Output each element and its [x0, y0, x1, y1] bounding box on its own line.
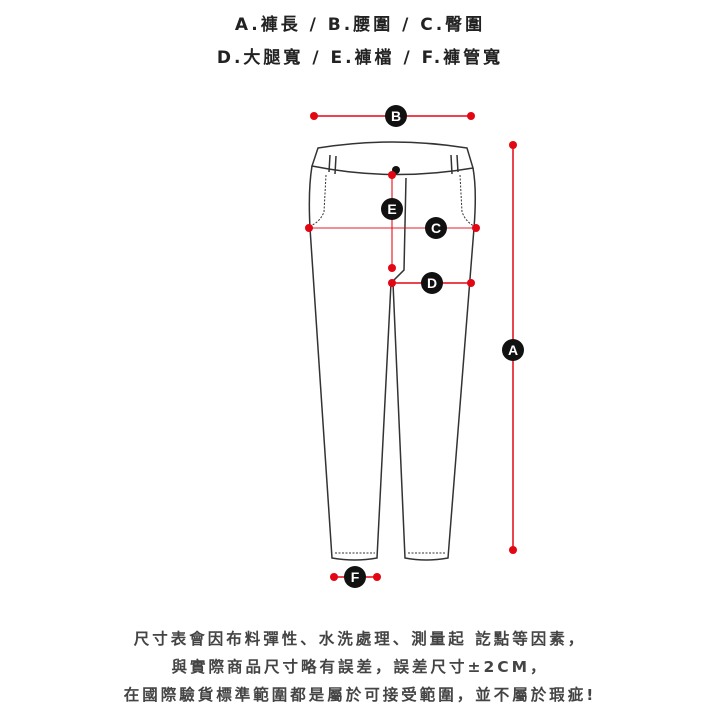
- pants-outline: [308, 141, 477, 561]
- left-leg: [308, 165, 407, 561]
- svg-text:E: E: [387, 201, 396, 217]
- svg-text:D: D: [427, 275, 437, 291]
- svg-text:A: A: [508, 342, 518, 358]
- measure-endpoints: [305, 112, 517, 581]
- note-line-3: 在國際驗貨標準範圍都是屬於可接受範圍，並不屬於瑕疵!: [123, 686, 597, 704]
- marker-b: B: [385, 105, 407, 127]
- marker-a: A: [502, 339, 524, 361]
- legend-line-2: D.大腿寬 / E.褲檔 / F.褲管寬: [216, 48, 504, 68]
- note-line-2: 與實際商品尺寸略有誤差，誤差尺寸±2CM，: [171, 658, 549, 676]
- marker-c: C: [425, 217, 447, 239]
- svg-text:F: F: [351, 569, 360, 585]
- marker-f: F: [344, 566, 366, 588]
- note-line-1: 尺寸表會因布料彈性、水洗處理、測量起 訖點等因素，: [133, 630, 587, 648]
- measure-lines: [309, 115, 514, 578]
- svg-text:B: B: [391, 108, 401, 124]
- marker-d: D: [421, 272, 443, 294]
- right-leg: [392, 167, 477, 561]
- legend-line-1: A.褲長 / B.腰圍 / C.臀圍: [234, 15, 486, 35]
- svg-text:C: C: [431, 220, 441, 236]
- pocket-right: [459, 174, 475, 227]
- marker-e: E: [381, 198, 403, 220]
- pocket-left: [309, 174, 327, 227]
